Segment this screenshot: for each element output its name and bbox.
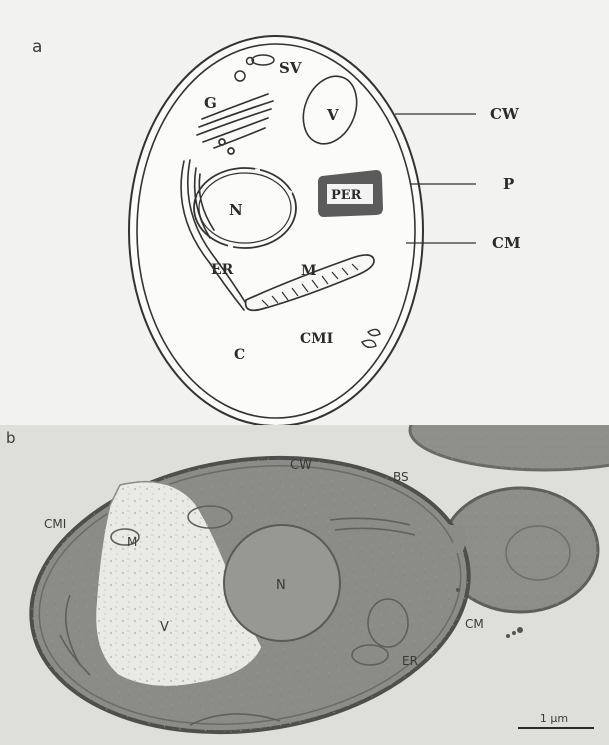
cell-wall-outline [129,36,423,425]
label-n: N [229,201,243,219]
micrograph: b CW BS CMI M N V CM ER 1 µm [0,425,609,745]
panel-a-label: a [32,37,42,57]
label-cmi: CMI [300,331,333,347]
label-m: M [301,263,317,279]
label-b-cw: CW [290,458,312,473]
label-c: C [234,347,245,363]
label-b-bs: BS [393,470,409,484]
label-b-cm: CM [465,617,484,631]
panel-b-label: b [6,429,16,447]
label-g: G [204,94,217,112]
cell-schematic: a [0,0,609,425]
scale-bar-label: 1 µm [540,712,568,725]
panel-a-schematic: a [0,0,609,425]
label-cw: CW [490,105,520,123]
label-er: ER [211,262,234,278]
label-b-er: ER [402,654,418,668]
panel-b-micrograph: b CW BS CMI M N V CM ER 1 µm [0,425,609,745]
label-cm: CM [492,234,521,252]
label-p: P [503,175,514,193]
label-per: PER [331,188,362,203]
label-b-v: V [160,620,169,635]
label-b-m: M [127,535,137,549]
label-v: V [326,106,339,124]
label-sv: SV [279,59,302,77]
label-b-cmi: CMI [44,517,66,531]
label-b-n: N [276,578,286,593]
